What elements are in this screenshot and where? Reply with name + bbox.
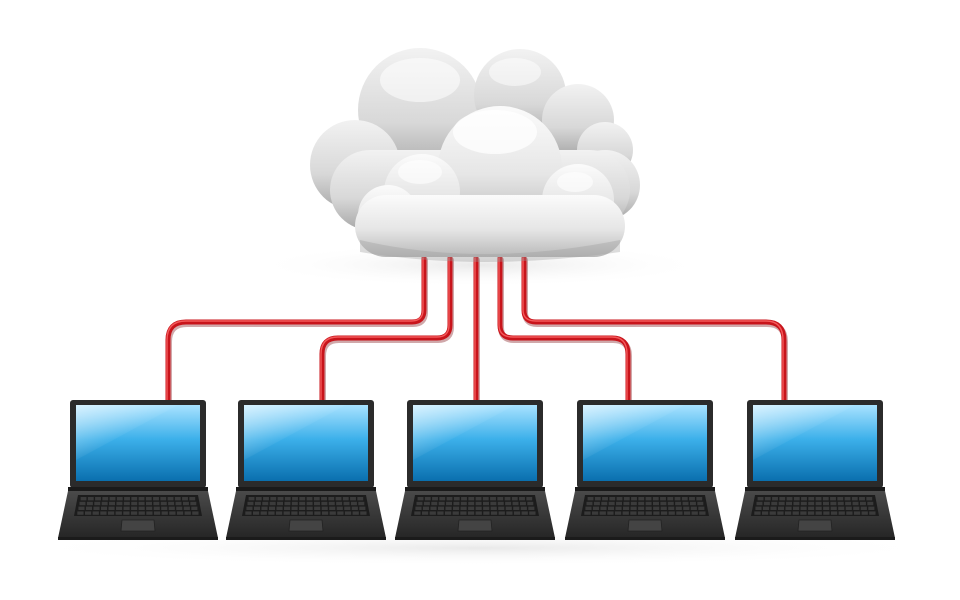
laptops-row [58, 400, 895, 540]
laptop-5 [735, 400, 895, 540]
laptop-keyboard [581, 495, 709, 516]
laptop-hinge [236, 487, 376, 491]
laptop-keyboard [242, 495, 370, 516]
laptop-hinge [745, 487, 885, 491]
cloud-icon [310, 48, 640, 262]
screen-glare [583, 405, 685, 460]
laptop-3 [395, 400, 555, 540]
laptop-hinge [68, 487, 208, 491]
laptop-touchpad [120, 519, 156, 532]
laptop-keyboard [411, 495, 539, 516]
screen-glare [753, 405, 855, 460]
laptop-hinge [405, 487, 545, 491]
laptop-touchpad [457, 519, 493, 532]
cable-1 [165, 255, 427, 405]
laptop-hinge [575, 487, 715, 491]
cable-2 [319, 255, 453, 405]
laptop-2 [226, 400, 386, 540]
laptop-keyboard [751, 495, 879, 516]
laptop-1 [58, 400, 218, 540]
network-cables [165, 255, 788, 407]
laptop-keyboard [74, 495, 202, 516]
cable-5 [521, 255, 787, 405]
laptop-touchpad [627, 519, 663, 532]
cable-4 [497, 255, 631, 405]
screen-glare [244, 405, 346, 460]
screen-glare [76, 405, 178, 460]
laptop-touchpad [797, 519, 833, 532]
screen-glare [413, 405, 515, 460]
laptop-touchpad [288, 519, 324, 532]
laptop-4 [565, 400, 725, 540]
